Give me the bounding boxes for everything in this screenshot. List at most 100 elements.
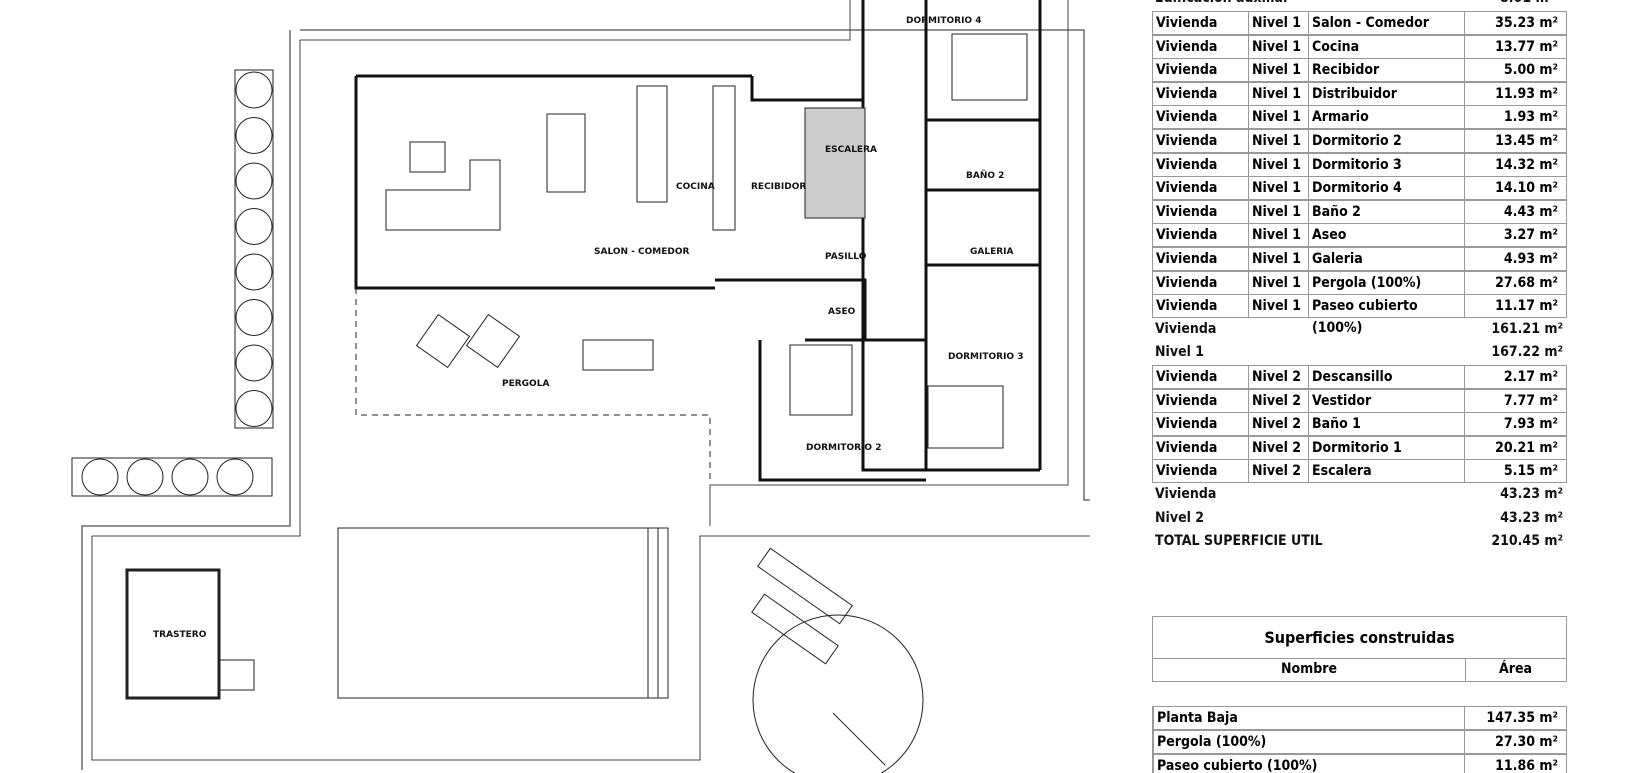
column-header-name: Nombre [1153,658,1466,681]
floor-plan: DORMITORIO 4 ESCALERA BAÑO 2 COCINA RECI… [71,0,1090,773]
building-cell: Vivienda [1156,416,1218,433]
room-label: PERGOLA [502,379,549,389]
building-cell: Vivienda [1156,439,1218,456]
room-cell: Dormitorio 4 [1308,177,1468,200]
area-cell: 13.45 m² [1464,130,1564,152]
bed [927,385,1004,449]
shrub [235,162,273,200]
sun-lounger [751,593,839,665]
area-cell: 11.17 m² [1464,295,1564,318]
house-walls [354,0,1042,482]
building-cell: Vivienda [1156,109,1218,126]
name-cell: Planta Baja [1153,707,1469,729]
building-cell: Vivienda [1156,227,1218,244]
subtotal-value: 161.21 m² [1491,320,1563,337]
plot-boundary-left [81,30,291,770]
room-cell: Descansillo [1308,366,1468,388]
cut-row-area: 8.01 m² [1500,0,1554,10]
area-cell: 27.30 m² [1464,731,1564,753]
room-cell: Galeria [1308,248,1468,270]
room-label: BAÑO 2 [966,170,1004,181]
room-cell: Distribuidor [1308,82,1468,105]
room-label: ASEO [828,307,856,317]
subtotal-value: 43.23 m² [1500,486,1563,502]
name-cell: Pergola (100%) [1153,731,1469,753]
building-cell: Vivienda [1156,298,1218,315]
level-cell: Nivel 1 [1248,130,1312,152]
room-cell: Salon - Comedor [1308,12,1468,34]
room-label: ESCALERA [825,145,877,155]
building-cell: Vivienda [1156,203,1218,220]
area-cell: 20.21 m² [1464,436,1564,459]
total-label: TOTAL SUPERFICIE UTIL [1155,533,1323,550]
built-table-header: Superficies construidas Nombre Área [1152,616,1567,682]
area-cell: 5.00 m² [1464,59,1564,82]
area-cell: 4.93 m² [1464,248,1564,270]
lounge-chair [415,313,471,369]
shrub [216,458,254,496]
hedge-shrubs [81,71,273,496]
rug-item [409,141,446,173]
shrub [235,390,273,427]
area-cell: 11.86 m² [1464,755,1564,773]
cut-row-label: Edificacion auxiliar [1155,0,1289,10]
shrub [235,117,273,154]
level-cell: Nivel 1 [1248,153,1312,176]
shrub [235,299,273,336]
subtotal-label: Vivienda [1155,320,1217,337]
room-label: COCINA [676,182,715,192]
subtotal-value: 167.22 m² [1491,344,1563,361]
plot-boundary-top [300,29,1090,501]
level-cell: Nivel 2 [1248,389,1312,412]
building-cell: Vivienda [1156,180,1218,197]
area-cell: 4.43 m² [1464,200,1564,223]
room-cell: Escalera [1308,460,1468,483]
terrace-edge [300,0,1069,526]
building-cell: Vivienda [1156,133,1218,149]
area-cell: 14.32 m² [1464,153,1564,176]
total-value: 210.45 m² [1491,533,1563,550]
staircase [804,107,866,219]
round-deck [752,614,924,773]
room-label: DORMITORIO 4 [906,16,981,26]
outdoor-table [582,339,654,371]
level-cell: Nivel 1 [1248,82,1312,105]
shrub [235,344,273,382]
area-cell: 5.15 m² [1464,460,1564,483]
built-table-title: Superficies construidas [1153,617,1566,659]
area-cell: 147.35 m² [1464,707,1564,729]
shrub [235,208,273,245]
level-cell: Nivel 2 [1248,436,1312,459]
room-cell: Armario [1308,106,1468,129]
building-cell: Vivienda [1156,392,1218,409]
room-cell: Dormitorio 2 [1308,130,1468,152]
room-cell: Recibidor [1308,59,1468,82]
level-cell: Nivel 1 [1248,224,1312,247]
room-label: SALON - COMEDOR [594,247,690,257]
area-cell: 1.93 m² [1464,106,1564,129]
level-cell: Nivel 2 [1248,413,1312,436]
level-cell: Nivel 1 [1248,200,1312,223]
room-label: DORMITORIO 2 [806,443,881,453]
area-cell: 13.77 m² [1464,35,1564,58]
table-row: Pergola (100%)27.30 m² [1152,730,1567,754]
shrub [235,253,273,291]
room-cell: Baño 2 [1308,200,1468,223]
level-cell: Nivel 2 [1248,366,1312,388]
room-label: RECIBIDOR [751,182,806,192]
sun-lounger [757,547,853,625]
kitchen-counter [712,85,736,231]
room-cell: Pergola (100%) [1308,271,1468,294]
area-cell: 14.10 m² [1464,177,1564,200]
total-row: TOTAL SUPERFICIE UTIL 210.45 m² [1152,530,1567,554]
